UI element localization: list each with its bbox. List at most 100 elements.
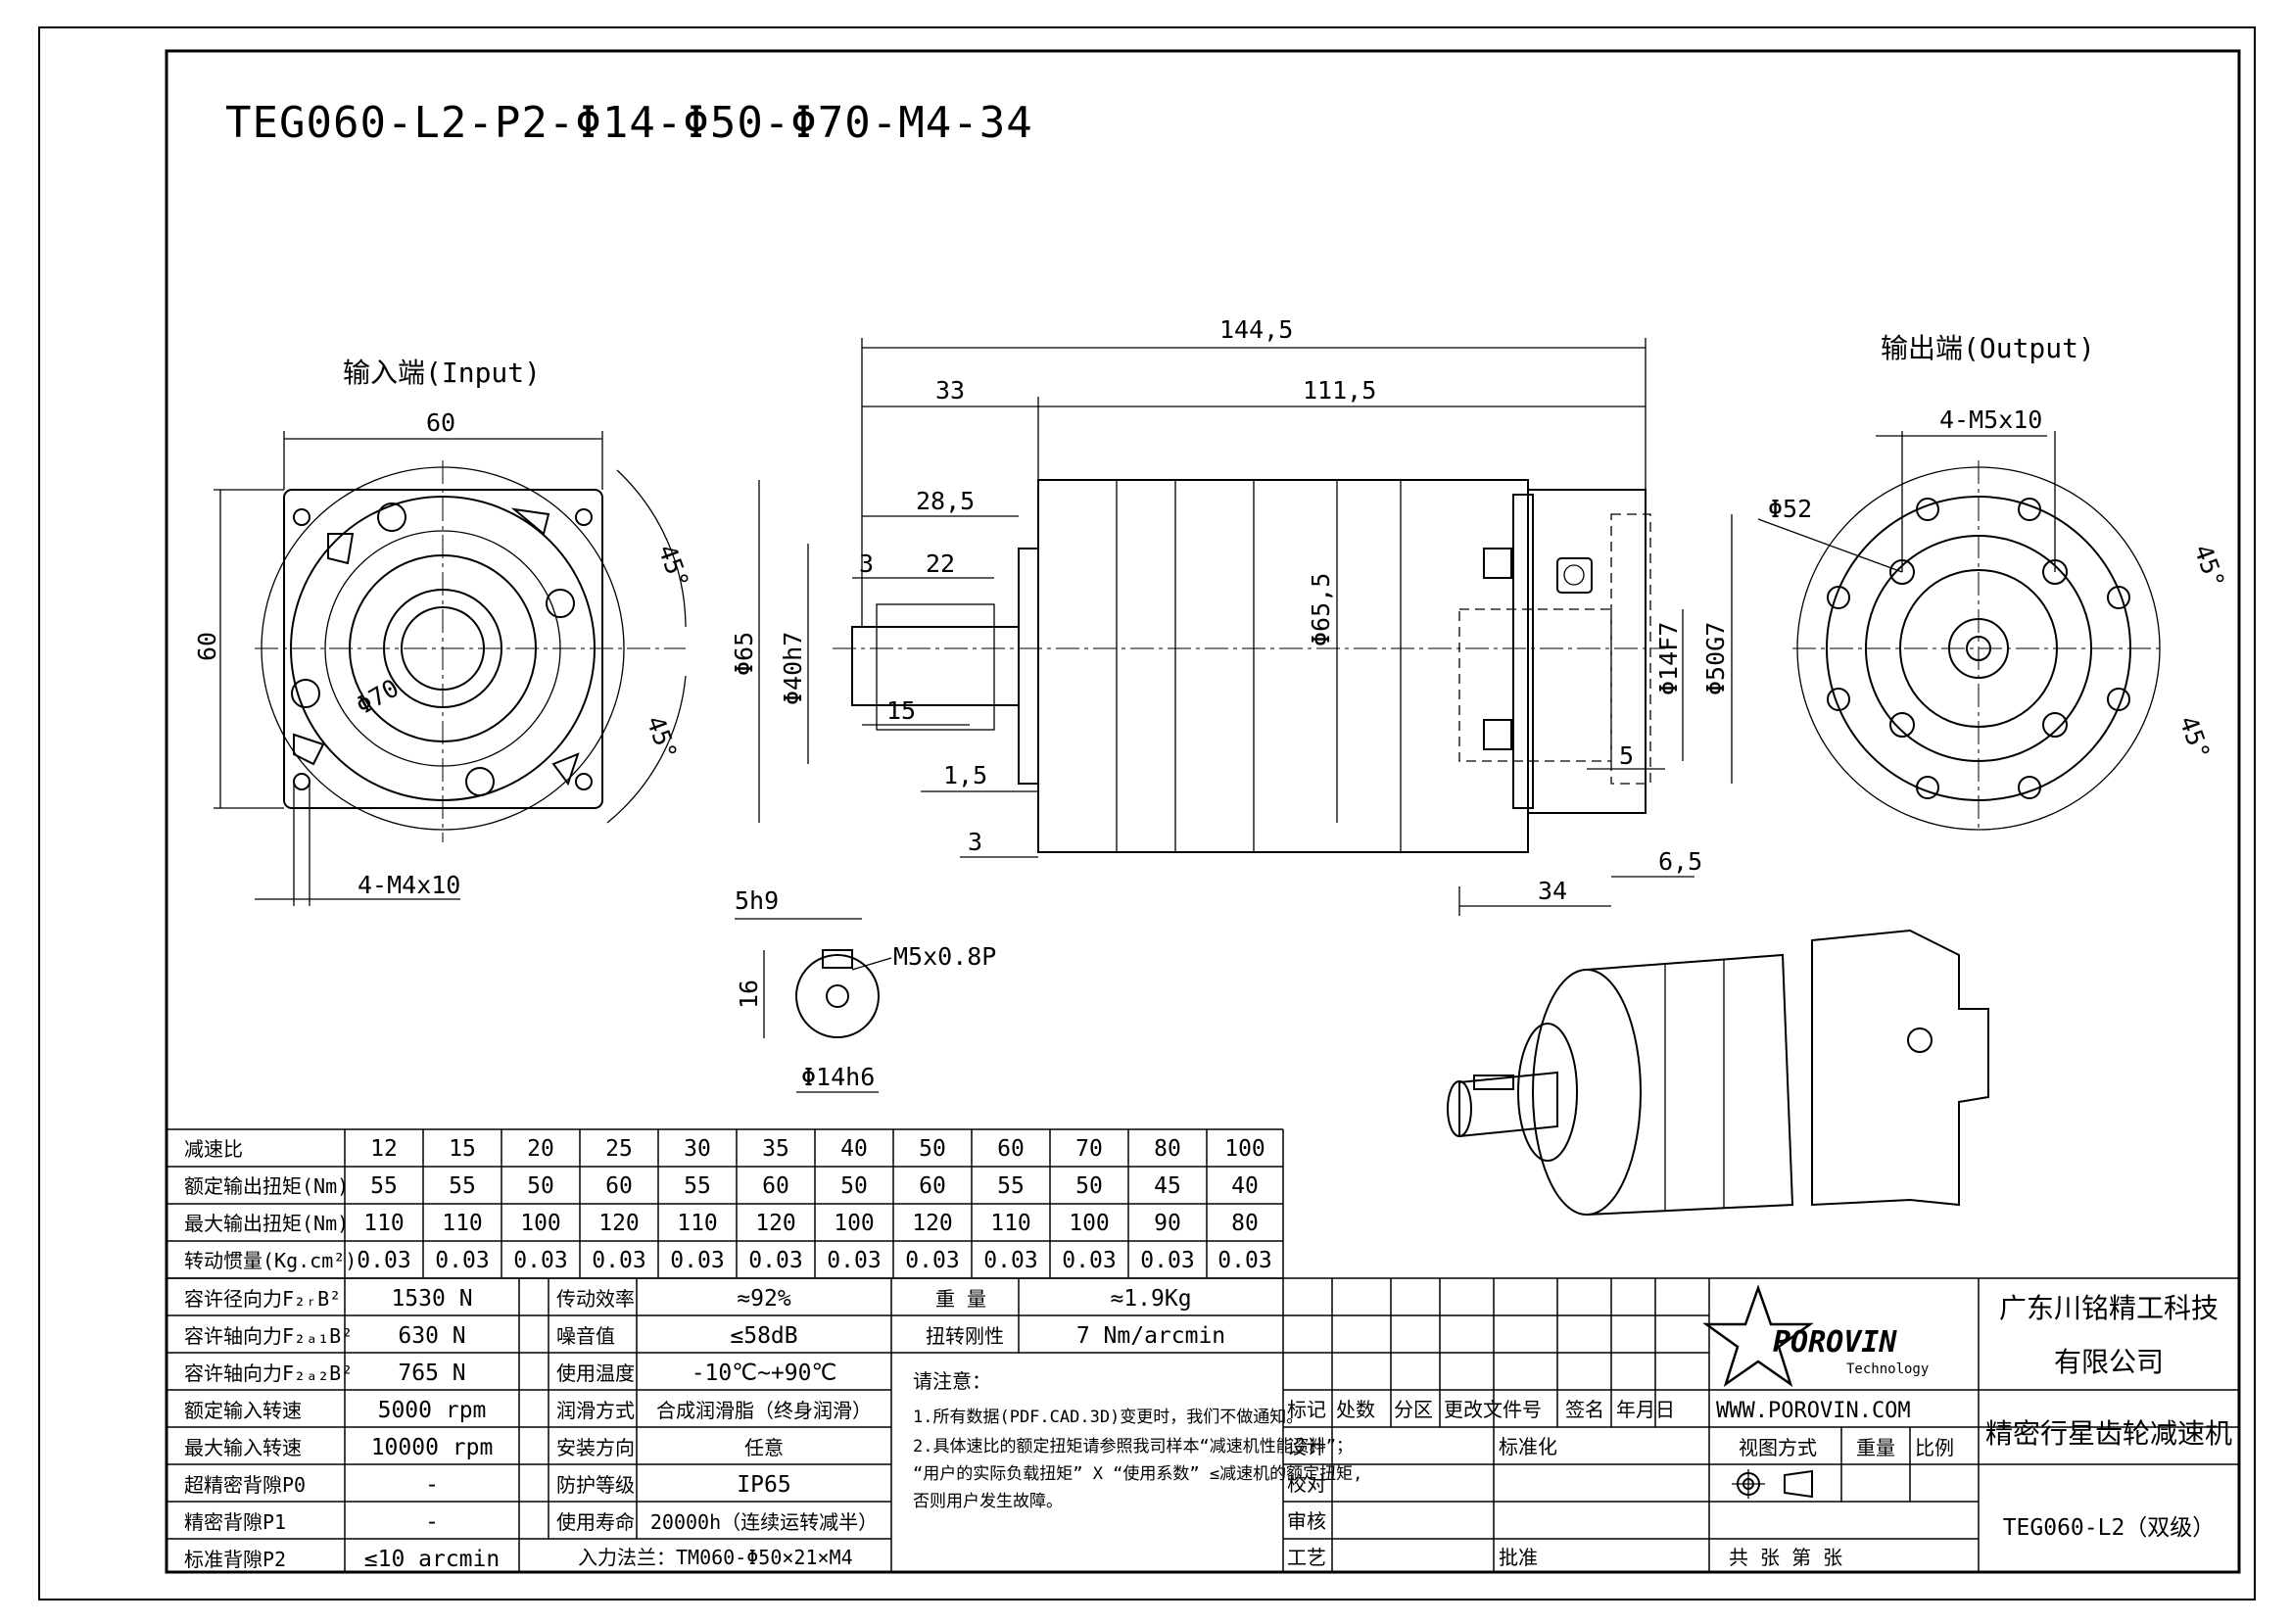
star-logo-icon	[1702, 1284, 1814, 1388]
model-number: TEG060-L2（双级）	[2003, 1515, 2216, 1541]
svg-text:25: 25	[605, 1136, 633, 1162]
company-table	[1709, 1278, 2239, 1572]
company-name-1: 广东川铭精工科技	[1999, 1292, 2219, 1324]
svg-text:使用温度: 使用温度	[556, 1361, 635, 1385]
svg-text:容许径向力F₂ᵣB²: 容许径向力F₂ᵣB²	[184, 1287, 341, 1311]
svg-text:110: 110	[677, 1211, 718, 1236]
dim-3b: 3	[968, 828, 982, 856]
svg-text:100: 100	[1069, 1211, 1110, 1236]
output-holes-dim: 4-M5x10	[1939, 406, 2042, 434]
input-angle-1: 45°	[652, 541, 694, 592]
ratio-row-inertia: 转动惯量(Kg.cm²) 0.03 0.03 0.03 0.03 0.03 0.…	[184, 1248, 1272, 1273]
input-height-dim: 60	[193, 632, 221, 661]
view-method-label: 视图方式	[1739, 1436, 1817, 1459]
sheet-count: 共 张 第 张	[1729, 1546, 1842, 1569]
svg-text:1.所有数据(PDF.CAD.3D)变更时，我们不做通知。: 1.所有数据(PDF.CAD.3D)变更时，我们不做通知。	[913, 1408, 1303, 1427]
shaft-16-dim: 16	[735, 979, 763, 1009]
svg-text:标记: 标记	[1287, 1398, 1326, 1421]
svg-text:120: 120	[755, 1211, 796, 1236]
svg-text:噪音值: 噪音值	[556, 1324, 615, 1348]
input-width-dim: 60	[426, 408, 455, 437]
svg-text:任意: 任意	[744, 1436, 784, 1459]
dim-phi40: Φ40h7	[779, 632, 807, 705]
svg-text:40: 40	[840, 1136, 868, 1162]
svg-text:70: 70	[1075, 1136, 1103, 1162]
dim-1-5: 1,5	[943, 761, 987, 789]
svg-text:重 量: 重 量	[935, 1287, 986, 1311]
dim-22: 22	[926, 549, 955, 578]
svg-text:80: 80	[1154, 1136, 1181, 1162]
svg-text:扭转刚性: 扭转刚性	[926, 1324, 1004, 1348]
svg-text:校对: 校对	[1287, 1472, 1326, 1496]
dim-phi65: Φ65	[730, 632, 758, 676]
revision-text: 标记 处数 分区 更改文件号 签名 年月日 设计 标准化 校对 审核 工艺 批准	[1287, 1398, 1675, 1569]
svg-text:批准: 批准	[1499, 1546, 1538, 1569]
svg-text:80: 80	[1231, 1211, 1259, 1236]
svg-text:110: 110	[990, 1211, 1031, 1236]
dim-3a: 3	[859, 549, 874, 578]
dim-28: 28,5	[916, 487, 975, 515]
svg-text:55: 55	[997, 1173, 1025, 1199]
svg-text:额定输入转速: 额定输入转速	[184, 1399, 302, 1422]
svg-text:10000 rpm: 10000 rpm	[371, 1435, 494, 1460]
dim-33: 33	[935, 376, 965, 405]
input-pcd-dim: Φ70	[352, 674, 405, 721]
svg-text:-: -	[425, 1472, 439, 1498]
svg-text:0.03: 0.03	[1140, 1248, 1194, 1273]
dim-15: 15	[886, 696, 916, 725]
svg-text:≤58dB: ≤58dB	[730, 1323, 797, 1349]
notes: 请注意： 1.所有数据(PDF.CAD.3D)变更时，我们不做通知。 2.具体速…	[913, 1369, 1362, 1511]
outer-border	[38, 26, 2256, 1600]
svg-text:100: 100	[834, 1211, 875, 1236]
drawing-title: TEG060-L2-P2-Φ14-Φ50-Φ70-M4-34	[225, 98, 1033, 148]
svg-text:0.03: 0.03	[983, 1248, 1037, 1273]
svg-text:110: 110	[442, 1211, 483, 1236]
input-label: 输入端(Input)	[343, 357, 541, 389]
svg-text:0.03: 0.03	[513, 1248, 567, 1273]
output-angle-2: 45°	[2173, 712, 2216, 763]
svg-text:审核: 审核	[1287, 1509, 1326, 1533]
svg-text:0.03: 0.03	[827, 1248, 881, 1273]
dim-phi50: Φ50G7	[1701, 622, 1730, 695]
svg-text:标准化: 标准化	[1499, 1435, 1557, 1458]
svg-text:20: 20	[527, 1136, 554, 1162]
svg-text:100: 100	[520, 1211, 561, 1236]
shaft-detail: 5h9 M5x0.8P 16 Φ14h6	[735, 886, 996, 1093]
svg-text:超精密背隙P0: 超精密背隙P0	[184, 1473, 306, 1497]
company-logo: POROVIN Technology WWW.POROVIN.COM	[1702, 1284, 1929, 1423]
svg-text:630 N: 630 N	[398, 1323, 465, 1349]
svg-text:≈1.9Kg: ≈1.9Kg	[1110, 1286, 1191, 1312]
input-flange-text: 入力法兰：TM060-Φ50×21×M4	[578, 1546, 853, 1569]
svg-text:50: 50	[1075, 1173, 1103, 1199]
svg-text:转动惯量(Kg.cm²): 转动惯量(Kg.cm²)	[184, 1249, 357, 1272]
weight-label: 重量	[1856, 1436, 1895, 1459]
svg-text:合成润滑脂（终身润滑）: 合成润滑脂（终身润滑）	[656, 1399, 872, 1422]
svg-text:40: 40	[1231, 1173, 1259, 1199]
svg-text:120: 120	[912, 1211, 953, 1236]
dim-5: 5	[1619, 741, 1634, 770]
dim-34: 34	[1538, 877, 1567, 905]
iso-view	[1447, 929, 1989, 1216]
svg-text:0.03: 0.03	[1062, 1248, 1116, 1273]
revision-table	[1283, 1278, 1710, 1572]
svg-text:额定输出扭矩(Nm): 额定输出扭矩(Nm)	[184, 1174, 349, 1198]
company-url: WWW.POROVIN.COM	[1716, 1399, 1911, 1423]
scale-label: 比例	[1915, 1436, 1954, 1459]
svg-text:55: 55	[370, 1173, 398, 1199]
ratio-table-text: 减速比 12 15 20 25 30 35 40 50 60 70 80 100…	[184, 1136, 1272, 1273]
svg-text:0.03: 0.03	[748, 1248, 802, 1273]
svg-text:60: 60	[997, 1136, 1025, 1162]
output-view: 输出端(Output) 4-M5x10 Φ52 45° 45°	[1757, 332, 2230, 833]
svg-text:-: -	[425, 1509, 439, 1535]
svg-text:120: 120	[598, 1211, 640, 1236]
dim-6-5: 6,5	[1658, 847, 1702, 876]
dim-total: 144,5	[1219, 315, 1293, 344]
output-d52-dim: Φ52	[1768, 495, 1812, 523]
svg-text:防护等级: 防护等级	[556, 1473, 635, 1497]
svg-text:0.03: 0.03	[357, 1248, 410, 1273]
svg-text:30: 30	[684, 1136, 711, 1162]
inner-border	[165, 49, 2241, 1574]
shaft-thread-dim: M5x0.8P	[893, 942, 996, 971]
shaft-key-dim: 5h9	[735, 886, 779, 915]
